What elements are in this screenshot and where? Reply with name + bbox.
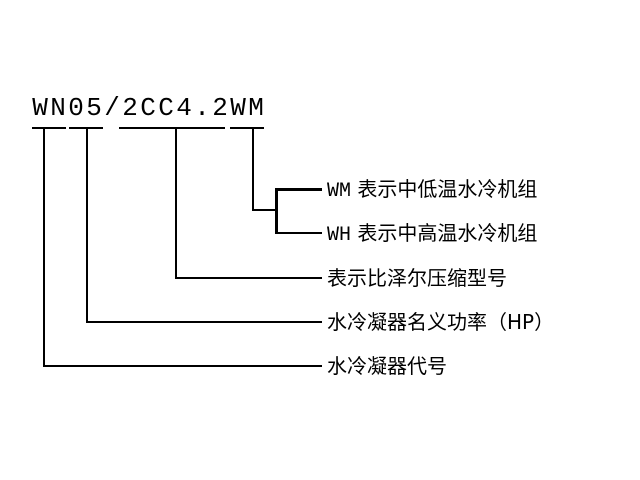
- connector-vertical-power: [86, 129, 88, 323]
- underline-wn: [32, 127, 66, 129]
- connector-horizontal-compressor: [175, 277, 322, 279]
- label-condenser: 水冷凝器代号: [327, 354, 447, 378]
- underline-05: [69, 127, 103, 129]
- underline-2cc42: [119, 127, 225, 129]
- connector-horizontal-power: [86, 321, 322, 323]
- code-char-w: W: [32, 93, 48, 123]
- code-char-0: 0: [68, 93, 84, 123]
- connector-vertical-compressor: [175, 129, 177, 279]
- label-power: 水冷凝器名义功率（HP）: [327, 310, 555, 334]
- label-wh-code: WH: [327, 224, 352, 247]
- code-char-n: N: [50, 93, 66, 123]
- label-wh: WH 表示中高温水冷机组: [327, 221, 537, 248]
- connector-to-wh: [275, 232, 322, 234]
- code-char-2a: 2: [122, 93, 138, 123]
- connector-vertical-condenser: [43, 129, 45, 367]
- connector-vertical-series: [252, 129, 254, 210]
- code-char-w2: W: [230, 93, 246, 123]
- underline-wm: [230, 127, 264, 129]
- label-wm-code: WM: [327, 180, 352, 203]
- label-wm: WM 表示中低温水冷机组: [327, 177, 537, 204]
- code-char-m: M: [248, 93, 264, 123]
- code-char-slash: /: [104, 93, 120, 123]
- connector-horizontal-series: [252, 209, 276, 211]
- code-char-c1: C: [140, 93, 156, 123]
- label-compressor: 表示比泽尔压缩型号: [327, 266, 507, 290]
- code-char-4: 4: [176, 93, 192, 123]
- label-wm-text: 表示中低温水冷机组: [357, 177, 538, 201]
- connector-to-wm: [275, 188, 322, 191]
- bracket-vertical: [275, 188, 278, 234]
- code-char-c2: C: [158, 93, 174, 123]
- code-char-2b: 2: [212, 93, 228, 123]
- connector-horizontal-condenser: [43, 365, 322, 367]
- code-char-5: 5: [86, 93, 102, 123]
- label-wh-text: 表示中高温水冷机组: [357, 221, 538, 245]
- code-char-dot: .: [194, 93, 210, 123]
